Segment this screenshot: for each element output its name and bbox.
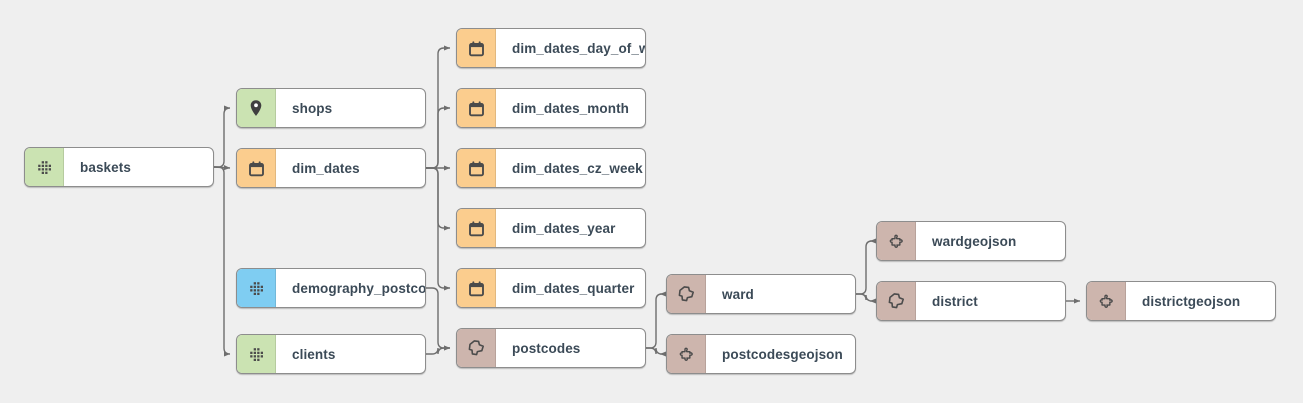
edge-dim_dates-to-dim_dates_month xyxy=(426,105,451,169)
edge-baskets-to-dim_dates xyxy=(213,165,231,171)
calendar-icon xyxy=(457,149,496,187)
calendar-icon xyxy=(457,209,496,247)
puzzle-piece-icon xyxy=(667,335,706,373)
node-dim_dates[interactable]: dim_dates xyxy=(236,148,426,188)
edge-ward-to-wardgeojson xyxy=(856,238,877,295)
node-label: postcodesgeojson xyxy=(722,346,843,362)
edge-postcodes-to-postcodesgeojson xyxy=(646,347,667,357)
polygon-icon xyxy=(457,329,496,367)
calendar-icon xyxy=(237,149,276,187)
node-baskets[interactable]: baskets xyxy=(24,147,214,187)
node-demography_postcodes[interactable]: demography_postcod xyxy=(236,268,426,308)
node-label: district xyxy=(932,293,978,309)
edge-postcodes-to-ward xyxy=(646,291,667,349)
node-postcodes[interactable]: postcodes xyxy=(456,328,646,368)
node-dim_dates_month[interactable]: dim_dates_month xyxy=(456,88,646,128)
node-postcodesgeojson[interactable]: postcodesgeojson xyxy=(666,334,856,374)
edge-ward-to-district xyxy=(856,293,877,304)
node-label: postcodes xyxy=(512,340,581,356)
node-label: baskets xyxy=(80,159,131,175)
node-label: wardgeojson xyxy=(932,233,1017,249)
node-label: demography_postcod xyxy=(292,280,425,296)
calendar-icon xyxy=(457,89,496,127)
grid-dots-icon xyxy=(237,269,276,307)
node-label: dim_dates_year xyxy=(512,220,616,236)
edge-baskets-to-clients xyxy=(214,166,231,357)
grid-dots-icon xyxy=(237,335,276,373)
node-label: dim_dates xyxy=(292,160,360,176)
node-wardgeojson[interactable]: wardgeojson xyxy=(876,221,1066,261)
node-dim_dates_day_of_week[interactable]: dim_dates_day_of_week xyxy=(456,28,646,68)
node-label: districtgeojson xyxy=(1142,293,1241,309)
node-dim_dates_year[interactable]: dim_dates_year xyxy=(456,208,646,248)
puzzle-piece-icon xyxy=(1087,282,1126,320)
puzzle-piece-icon xyxy=(877,222,916,260)
node-district[interactable]: district xyxy=(876,281,1066,321)
node-clients[interactable]: clients xyxy=(236,334,426,374)
node-label: ward xyxy=(722,286,754,302)
polygon-icon xyxy=(667,275,706,313)
node-label: dim_dates_quarter xyxy=(512,280,635,296)
node-label: dim_dates_day_of_week xyxy=(512,40,645,56)
calendar-icon xyxy=(457,269,496,307)
node-districtgeojson[interactable]: districtgeojson xyxy=(1086,281,1276,321)
edge-dim_dates-to-dim_dates_year xyxy=(426,167,451,231)
edge-clients-to-postcodes xyxy=(426,345,451,355)
node-ward[interactable]: ward xyxy=(666,274,856,314)
edge-baskets-to-shops xyxy=(214,105,231,168)
node-shops[interactable]: shops xyxy=(236,88,426,128)
node-label: shops xyxy=(292,100,333,116)
polygon-icon xyxy=(877,282,916,320)
edge-demography_postcodes-to-postcodes xyxy=(426,287,451,351)
node-dim_dates_cz_week[interactable]: dim_dates_cz_week xyxy=(456,148,646,188)
node-label: clients xyxy=(292,346,336,362)
map-pin-icon xyxy=(237,89,276,127)
edge-dim_dates-to-dim_dates_day_of_week xyxy=(426,45,451,169)
grid-dots-icon xyxy=(25,148,64,186)
node-dim_dates_quarter[interactable]: dim_dates_quarter xyxy=(456,268,646,308)
edge-dim_dates-to-dim_dates_quarter xyxy=(426,167,451,291)
node-label: dim_dates_month xyxy=(512,100,630,116)
calendar-icon xyxy=(457,29,496,67)
node-label: dim_dates_cz_week xyxy=(512,160,643,176)
